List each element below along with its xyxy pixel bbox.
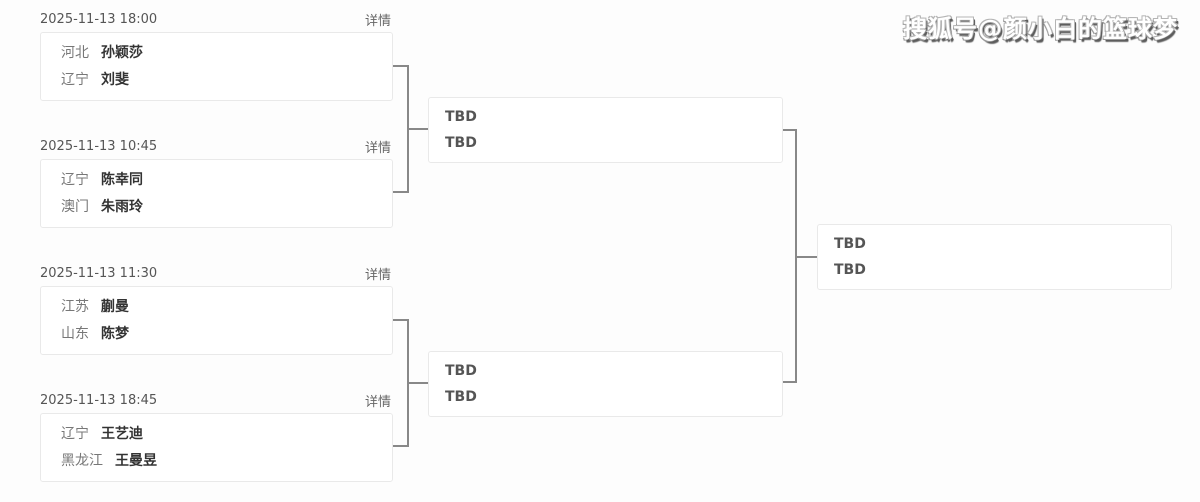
match-header: 2025-11-13 10:45 详情: [40, 138, 393, 156]
match-box[interactable]: 江苏 蒯曼 山东 陈梦: [40, 286, 393, 355]
details-link[interactable]: 详情: [364, 267, 391, 283]
tbd-slot: TBD: [445, 135, 477, 151]
details-link[interactable]: 详情: [364, 140, 391, 156]
match-box[interactable]: 辽宁 陈幸同 澳门 朱雨玲: [40, 159, 393, 228]
player-row: 辽宁 王艺迪: [61, 427, 392, 441]
match-card-3: 2025-11-13 11:30 详情 江苏 蒯曼 山东 陈梦: [40, 266, 393, 355]
tbd-slot: TBD: [445, 363, 477, 379]
sohu-watermark: 搜狐号@颜小白的篮球梦: [903, 15, 1178, 43]
match-header: 2025-11-13 18:00 详情: [40, 11, 393, 29]
player-name: 陈幸同: [101, 172, 143, 188]
tbd-slot: TBD: [834, 236, 866, 252]
player-row: 澳门 朱雨玲: [61, 200, 392, 214]
player-region: 山东: [61, 326, 89, 342]
tbd-slot: TBD: [445, 109, 477, 125]
tbd-slot: TBD: [834, 262, 866, 278]
player-name: 王艺迪: [101, 426, 143, 442]
match-card-1: 2025-11-13 18:00 详情 河北 孙颖莎 辽宁 刘斐: [40, 12, 393, 101]
player-row: 黑龙江 王曼昱: [61, 454, 392, 468]
match-card-2: 2025-11-13 10:45 详情 辽宁 陈幸同 澳门 朱雨玲: [40, 139, 393, 228]
connector-line: [393, 65, 409, 193]
match-datetime: 2025-11-13 10:45: [40, 138, 158, 154]
match-card-4: 2025-11-13 18:45 详情 辽宁 王艺迪 黑龙江 王曼昱: [40, 393, 393, 482]
player-row: 辽宁 陈幸同: [61, 173, 392, 187]
match-box[interactable]: 辽宁 王艺迪 黑龙江 王曼昱: [40, 413, 393, 482]
match-box[interactable]: 河北 孙颖莎 辽宁 刘斐: [40, 32, 393, 101]
player-row: 江苏 蒯曼: [61, 300, 392, 314]
player-name: 蒯曼: [101, 299, 129, 315]
details-link[interactable]: 详情: [364, 394, 391, 410]
player-region: 河北: [61, 45, 89, 61]
connector-line: [797, 256, 817, 258]
player-row: 辽宁 刘斐: [61, 73, 392, 87]
player-name: 刘斐: [101, 72, 129, 88]
match-header: 2025-11-13 18:45 详情: [40, 392, 393, 410]
match-datetime: 2025-11-13 18:45: [40, 392, 158, 408]
match-datetime: 2025-11-13 11:30: [40, 265, 158, 281]
semifinal-box-1[interactable]: TBD TBD: [428, 97, 783, 163]
player-region: 辽宁: [61, 426, 89, 442]
connector-line: [393, 319, 409, 447]
tbd-slot: TBD: [445, 389, 477, 405]
player-region: 辽宁: [61, 172, 89, 188]
match-datetime: 2025-11-13 18:00: [40, 11, 158, 27]
player-region: 澳门: [61, 199, 89, 215]
player-region: 黑龙江: [61, 453, 103, 469]
connector-line: [409, 382, 428, 384]
connector-line: [409, 128, 428, 130]
player-row: 河北 孙颖莎: [61, 46, 392, 60]
details-link[interactable]: 详情: [364, 13, 391, 29]
player-name: 朱雨玲: [101, 199, 143, 215]
final-box[interactable]: TBD TBD: [817, 224, 1172, 290]
match-header: 2025-11-13 11:30 详情: [40, 265, 393, 283]
player-region: 辽宁: [61, 72, 89, 88]
player-name: 王曼昱: [115, 453, 157, 469]
player-name: 孙颖莎: [101, 45, 143, 61]
connector-line: [783, 129, 797, 383]
semifinal-box-2[interactable]: TBD TBD: [428, 351, 783, 417]
player-row: 山东 陈梦: [61, 327, 392, 341]
player-name: 陈梦: [101, 326, 129, 342]
player-region: 江苏: [61, 299, 89, 315]
